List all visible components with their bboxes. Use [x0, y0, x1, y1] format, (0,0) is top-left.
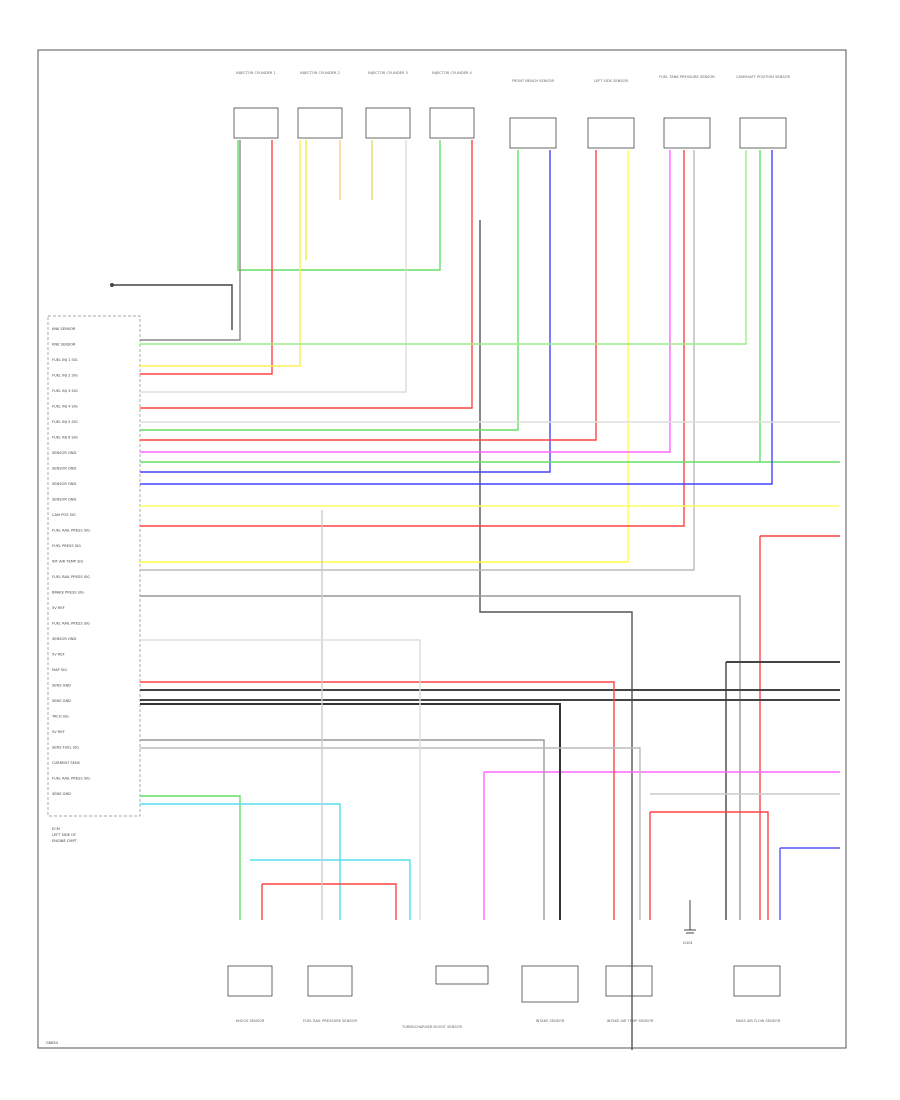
bottom-label-5: INTAKE AIR TEMP SENSOR: [607, 1019, 654, 1023]
ecm-footnote: ECM LEFT SIDE OF ENGINE CMPT: [52, 827, 78, 843]
front-sensor: [509, 117, 557, 149]
turbo-boost-sensor: [435, 965, 489, 985]
ecm-pin-label: MAP SIG: [52, 668, 67, 672]
ecm-pin-label: SENSOR GND: [52, 498, 76, 502]
bottom-label-4: INTAKE SENSOR: [536, 1019, 565, 1023]
ecm-pin-label: INT AIR TEMP SIG: [52, 560, 83, 564]
ecm-pin-label: FUEL RAIL PRESS SIG: [52, 575, 90, 579]
ecm-pin-label: 5V REF: [52, 606, 65, 610]
top-label-1: INJECTOR CYLINDER 1: [236, 71, 276, 75]
injector-cyl1: [233, 107, 279, 139]
top-component-labels: INJECTOR CYLINDER 1 INJECTOR CYLINDER 2 …: [236, 71, 790, 83]
ground-symbol: [684, 900, 696, 934]
ecm-pin-label: FUEL INJ 2 SIG: [52, 374, 78, 378]
ecm-pin-label: BRAKE PRESS SIG: [52, 591, 84, 595]
top-label-8: CAMSHAFT POSITION SENSOR: [736, 75, 790, 79]
footer-code: G8854: [46, 1041, 59, 1045]
ecm-pin-label: FUEL INJ 5 SIG: [52, 420, 78, 424]
ecm-pin-label: FUEL INJ 1 SIG: [52, 358, 78, 362]
top-label-7: FUEL TANK PRESSURE SENSOR: [659, 75, 715, 79]
cam-pos-sensor: [739, 117, 787, 149]
ecm-pin-label: SENSOR GND: [52, 637, 76, 641]
intake-air-temp-sensor: [605, 965, 653, 997]
ecm-pin-label: SENS GND: [52, 792, 71, 796]
ecm-pin-labels: KNK SENSOR KNK SENSOR FUEL INJ 1 SIG FUEL I…: [51, 327, 90, 796]
ecm-pin-label: FUEL RAIL PRESS SIG: [52, 622, 90, 626]
top-label-6: LEFT SIDE SENSOR: [594, 79, 628, 83]
knock-sensor: [227, 965, 273, 997]
ecm-pin-label: SENSOR GND: [52, 467, 76, 471]
intake-sensor: [521, 965, 579, 1003]
ecm-pin-label: FUEL RAIL PRESS SIG: [52, 777, 90, 781]
ecm-footnote-2: LEFT SIDE OF: [52, 833, 76, 837]
top-label-5: FRONT BENCH SENSOR: [512, 79, 555, 83]
ecm-footnote-1: ECM: [52, 827, 60, 831]
ecm-pin-label: FUEL INJ 6 SIG: [52, 436, 78, 440]
bottom-components: [227, 965, 781, 1003]
bottom-label-2: FUEL RAIL PRESSURE SENSOR: [303, 1019, 358, 1023]
ecm-pin-label: 5V REF: [52, 730, 65, 734]
top-components: [233, 107, 787, 149]
ecm-pin-label: SENS GND: [52, 684, 71, 688]
maf-sensor: [733, 965, 781, 997]
fuel-rail-press-sensor: [307, 965, 353, 997]
top-label-4: INJECTOR CYLINDER 4: [432, 71, 472, 75]
ecm-pin-label: KNK SENSOR: [52, 343, 76, 347]
ecm-pin-label: CURRENT SENS: [52, 761, 81, 765]
bottom-label-1: KNOCK SENSOR: [236, 1019, 265, 1023]
ecm-pin-label: SENS GND: [52, 699, 71, 703]
ecm-pin-label: KNK SENSOR: [52, 327, 76, 331]
ecm-pin-label: FUEL INJ 3 SIG: [52, 389, 78, 393]
injector-cyl2: [297, 107, 343, 139]
ecm-pin-label: 5V REF: [52, 653, 65, 657]
bottom-component-labels: KNOCK SENSOR FUEL RAIL PRESSURE SENSOR T…: [236, 1019, 781, 1029]
ecm-footnote-3: ENGINE CMPT: [52, 839, 78, 843]
ecm-pin-label: FUEL RAIL PRESS SIG: [52, 529, 90, 533]
ecm-pin-label: CAM POS SIG: [52, 513, 76, 517]
ecm-pin-label: SENSOR GND: [52, 451, 76, 455]
wires: [110, 140, 840, 1050]
diagram-border: [37, 49, 847, 1049]
injector-cyl3: [365, 107, 411, 139]
bottom-label-6: MASS AIR FLOW SENSOR: [736, 1019, 781, 1023]
ecm-pin-label: SENS FUEL SIG: [52, 746, 79, 750]
ecm-box: [47, 315, 141, 817]
bottom-label-3: TURBOCHARGER BOOST SENSOR: [401, 1025, 462, 1029]
ecm-pin-label: TACH SIG: [51, 715, 69, 719]
injector-cyl4: [429, 107, 475, 139]
fuel-tank-press-sensor: [663, 117, 711, 149]
top-label-2: INJECTOR CYLINDER 2: [300, 71, 340, 75]
top-label-3: INJECTOR CYLINDER 3: [368, 71, 408, 75]
left-side-sensor: [587, 117, 635, 149]
ecm-pin-label: FUEL PRESS SIG: [52, 544, 81, 548]
ecm-pin-label: FUEL INJ 4 SIG: [52, 405, 78, 409]
ecm-pin-label: SENSOR GND: [52, 482, 76, 486]
ground-label: G101: [683, 941, 693, 945]
